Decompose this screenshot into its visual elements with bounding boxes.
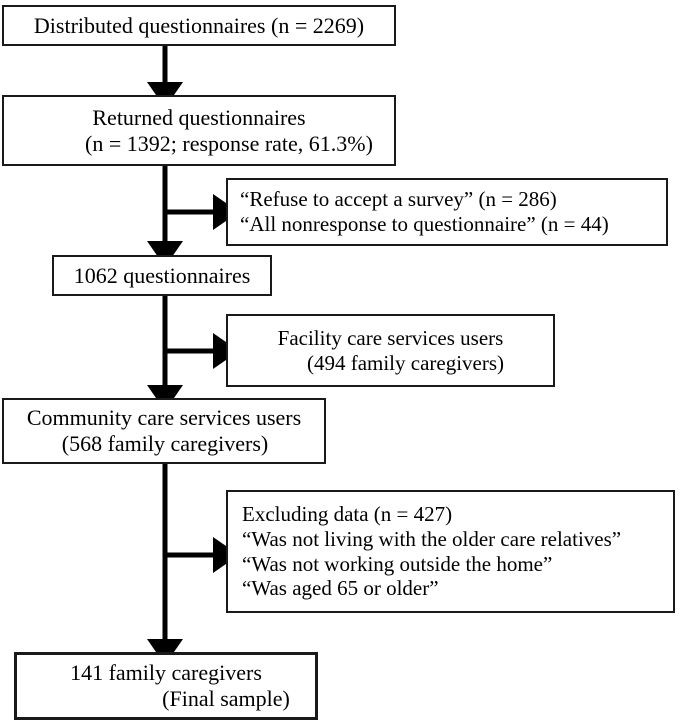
- node-excluded-nonresponse: “Refuse to accept a survey” (n = 286) “A…: [226, 178, 668, 246]
- node-community-care-users: Community care services users (568 famil…: [2, 398, 326, 464]
- node-line: Excluding data (n = 427): [242, 502, 453, 527]
- node-excluding-data: Excluding data (n = 427) “Was not living…: [226, 490, 675, 613]
- node-line: Distributed questionnaires (n = 2269): [33, 12, 365, 38]
- node-line: “Was not living with the older care rela…: [242, 526, 622, 551]
- node-line: (Final sample): [162, 686, 290, 711]
- node-distributed-questionnaires: Distributed questionnaires (n = 2269): [2, 5, 396, 46]
- node-line: Returned questionnaires: [92, 104, 306, 130]
- node-line: “Was not working outside the home”: [242, 551, 553, 576]
- node-line: Community care services users: [26, 405, 302, 431]
- node-line: (568 family caregivers): [61, 431, 269, 456]
- node-line: Facility care services users: [277, 325, 504, 350]
- node-line: (494 family caregivers): [306, 350, 505, 375]
- node-returned-questionnaires: Returned questionnaires (n = 1392; respo…: [2, 95, 396, 166]
- node-line: “Refuse to accept a survey” (n = 286): [240, 187, 557, 212]
- node-line: 141 family caregivers: [70, 660, 262, 686]
- node-line: “Was aged 65 or older”: [242, 576, 439, 601]
- node-remaining-questionnaires: 1062 questionnaires: [52, 255, 272, 296]
- node-final-sample: 141 family caregivers (Final sample): [14, 652, 318, 720]
- node-line: (n = 1392; response rate, 61.3%): [85, 130, 373, 156]
- node-facility-care-users: Facility care services users (494 family…: [226, 314, 555, 387]
- node-line: “All nonresponse to questionnaire” (n = …: [240, 212, 609, 236]
- node-line: 1062 questionnaires: [73, 262, 251, 288]
